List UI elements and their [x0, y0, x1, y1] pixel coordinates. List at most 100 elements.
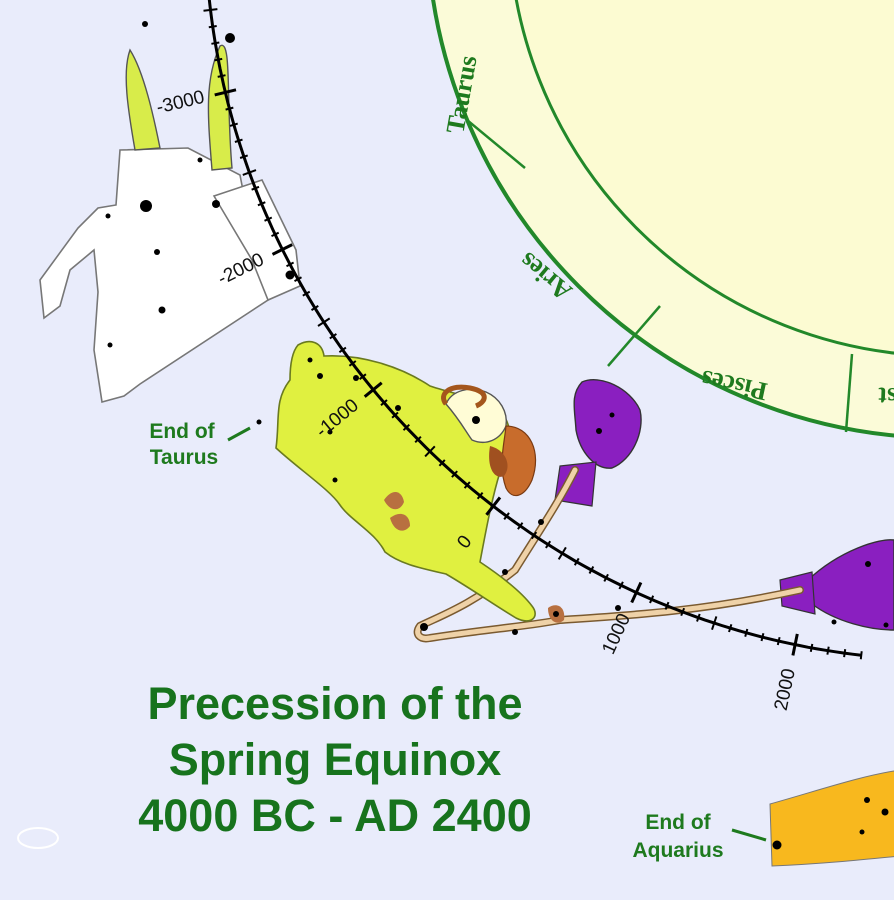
star-dot: [105, 213, 111, 219]
ram-hoof: [384, 491, 404, 510]
title-line-1: Precession of the: [147, 678, 523, 729]
aquarius-stream: [769, 770, 894, 867]
minor-tick: [424, 445, 436, 458]
star-dot: [512, 629, 518, 635]
fish-lower: [807, 539, 894, 631]
minor-tick: [530, 531, 538, 540]
minor-tick: [463, 481, 471, 489]
minor-tick: [680, 607, 686, 617]
star-dot: [332, 477, 338, 483]
fish-figure: [413, 379, 894, 643]
minor-tick: [380, 399, 388, 406]
star-dot: [256, 419, 262, 425]
star-dot: [107, 342, 113, 348]
fish-ribbon: [415, 467, 803, 641]
ram-figure: [275, 340, 565, 623]
star-dot: [883, 622, 889, 628]
note-pointer: [731, 828, 767, 842]
zodiac-divider: [466, 119, 526, 169]
minor-tick: [451, 470, 458, 478]
minor-tick: [517, 522, 524, 530]
fish-upper: [573, 379, 642, 469]
note-line: End of: [149, 420, 215, 443]
minor-tick: [242, 169, 257, 176]
minor-tick: [603, 573, 609, 582]
minor-tick: [286, 261, 295, 268]
major-tick: [630, 581, 643, 604]
minor-tick: [696, 613, 701, 622]
minor-tick: [358, 373, 367, 380]
star-dot: [615, 605, 621, 611]
zodiac-label-aquarius: st: [877, 382, 894, 412]
star-dot: [596, 428, 602, 434]
minor-tick: [203, 8, 218, 12]
note-line: Aquarius: [632, 839, 723, 862]
star-dot: [865, 561, 871, 567]
minor-tick: [557, 546, 567, 560]
star-dot: [353, 375, 359, 381]
minor-tick: [264, 216, 273, 222]
minor-tick: [711, 616, 718, 631]
star-dot: [864, 797, 870, 803]
star-dot: [197, 157, 203, 163]
minor-tick: [826, 646, 830, 655]
star-dot: [395, 405, 401, 411]
title-line-3: 4000 BC - AD 2400: [138, 790, 532, 841]
star-dot: [772, 840, 782, 850]
minor-tick: [391, 411, 399, 419]
minor-tick: [302, 290, 311, 297]
note-line: Taurus: [150, 446, 218, 469]
star-dot: [420, 623, 428, 631]
major-tick: [214, 88, 237, 97]
bull-horn-right: [207, 44, 233, 171]
major-tick: [791, 633, 799, 656]
minor-tick: [573, 557, 580, 566]
minor-tick: [728, 624, 733, 633]
bull-figure: [39, 21, 301, 404]
zodiac-inner-ring: [514, 0, 894, 355]
minor-tick: [211, 41, 220, 45]
zodiac-ring: Taurus Aries Pisces st: [431, 0, 894, 438]
star-dot: [285, 270, 295, 280]
minor-tick: [809, 643, 814, 652]
star-dot: [317, 373, 323, 379]
scale-ticks: [203, 8, 863, 660]
minor-tick: [225, 106, 234, 111]
ram-horn-top: [441, 384, 487, 409]
star-dot: [140, 200, 152, 212]
minor-tick: [503, 512, 510, 520]
end-of-taurus-note: End of Taurus: [149, 419, 262, 469]
major-tick: [271, 243, 293, 256]
title-line-2: Spring Equinox: [168, 734, 502, 785]
star-dot: [859, 829, 865, 835]
star-dot: [142, 21, 148, 27]
major-tick: [485, 496, 502, 516]
minor-tick: [843, 649, 847, 658]
minor-tick: [760, 633, 765, 642]
zodiac-divider: [607, 305, 661, 367]
minor-tick: [402, 423, 410, 431]
minor-tick: [329, 333, 337, 340]
minor-tick: [208, 25, 217, 29]
minor-tick: [234, 138, 243, 143]
minor-tick: [618, 581, 624, 590]
star-dot: [553, 611, 559, 617]
minor-tick: [239, 154, 249, 159]
major-tick: [363, 381, 383, 398]
star-dot: [307, 357, 313, 363]
star-dot: [881, 808, 889, 816]
star-dot: [538, 519, 544, 525]
minor-tick: [776, 636, 781, 646]
ram-horn-side: [501, 425, 537, 497]
star-dot: [158, 306, 166, 314]
minor-tick: [271, 231, 280, 238]
year-label: -3000: [154, 87, 206, 119]
end-of-aquarius-note: End of Aquarius: [632, 811, 767, 862]
minor-tick: [214, 57, 223, 62]
minor-tick: [588, 566, 595, 574]
minor-tick: [649, 595, 655, 604]
minor-tick: [348, 360, 357, 367]
zodiac-divider: [844, 353, 854, 433]
